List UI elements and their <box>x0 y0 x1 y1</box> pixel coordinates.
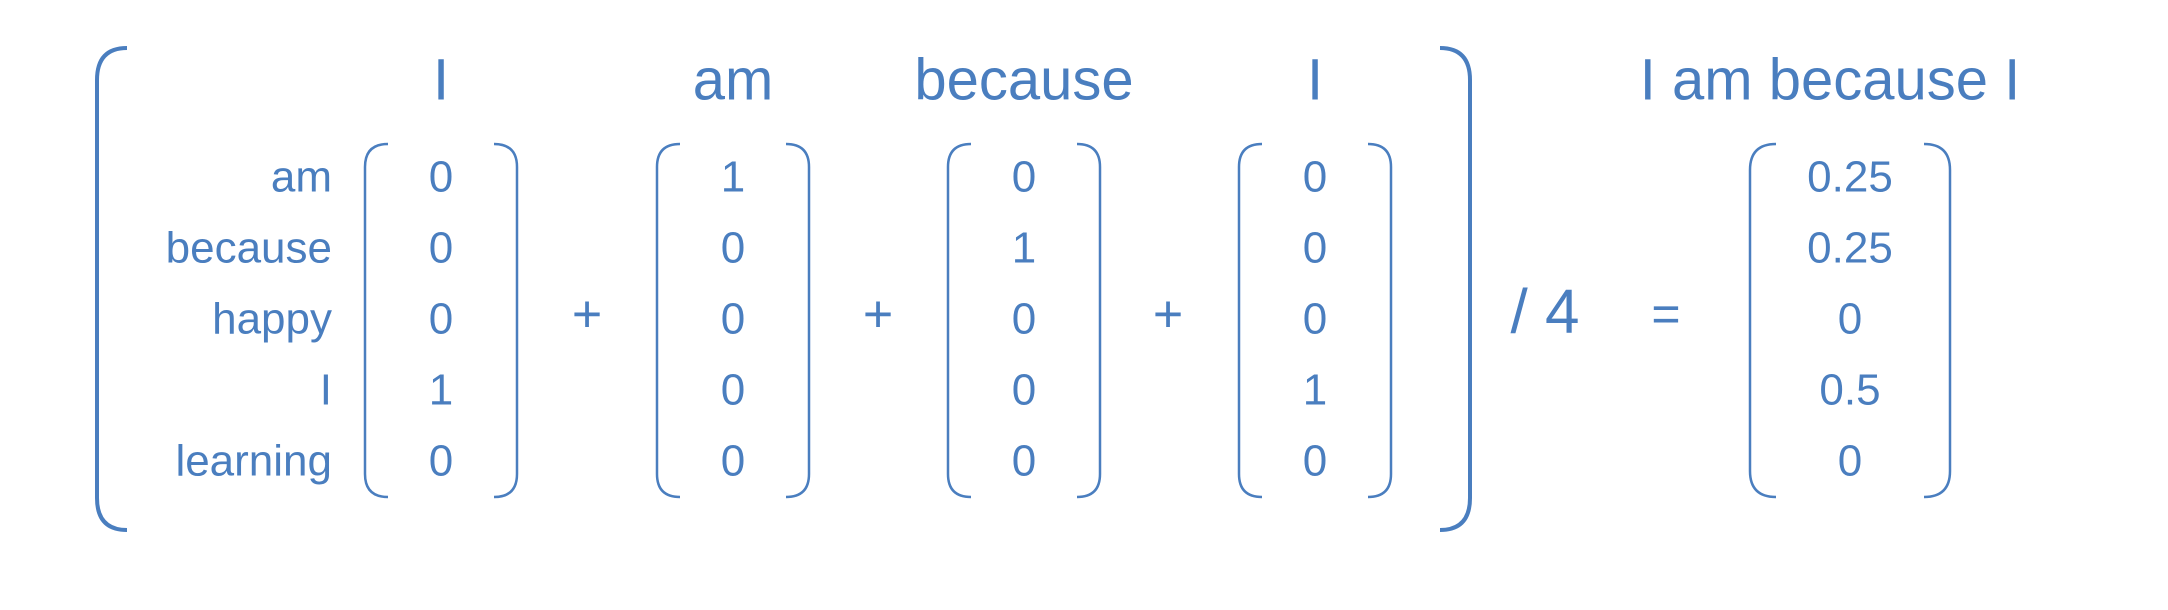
vector-value: 0 <box>1303 153 1327 202</box>
vector-word: I <box>1307 47 1323 112</box>
vector-left-bracket <box>363 142 389 499</box>
result-left-bracket <box>1748 142 1777 499</box>
vector-column: I 0 0 0 1 0 <box>1237 47 1393 499</box>
vector-right-bracket <box>1367 142 1393 499</box>
vector-right-bracket <box>1076 142 1102 499</box>
vector-value: 0 <box>1012 153 1036 202</box>
plus-operator: + <box>863 286 893 344</box>
vector-value: 0 <box>1303 224 1327 273</box>
vector-value: 1 <box>1303 366 1327 415</box>
vector-column: I 0 0 0 1 0 <box>363 47 519 499</box>
vector-value: 0 <box>721 224 745 273</box>
vector-value: 1 <box>429 366 453 415</box>
equals-operator: = <box>1651 286 1680 342</box>
result-value: 0 <box>1838 437 1862 486</box>
vector-value: 0 <box>1012 366 1036 415</box>
vector-value: 0 <box>1303 295 1327 344</box>
row-label: am <box>271 153 332 202</box>
result-value: 0.5 <box>1819 366 1880 415</box>
result-value: 0.25 <box>1807 153 1893 202</box>
result-column: I am because I 0.25 0.25 0 0.5 0 <box>1640 47 2020 499</box>
result-value: 0.25 <box>1807 224 1893 273</box>
vector-value: 0 <box>1303 437 1327 486</box>
vector-word: I <box>433 47 449 112</box>
plus-operator: + <box>572 286 602 344</box>
vector-right-bracket <box>493 142 519 499</box>
vector-column: am 1 0 0 0 0 <box>655 47 811 499</box>
row-label: because <box>166 224 332 273</box>
result-title: I am because I <box>1640 47 2020 112</box>
vector-value: 1 <box>721 153 745 202</box>
vector-right-bracket <box>785 142 811 499</box>
vector-left-bracket <box>1237 142 1263 499</box>
vector-word: am <box>693 47 774 112</box>
result-right-bracket <box>1923 142 1952 499</box>
outer-right-bracket <box>1439 46 1472 532</box>
vector-value: 0 <box>429 295 453 344</box>
vector-value: 0 <box>1012 437 1036 486</box>
vector-value: 1 <box>1012 224 1036 273</box>
result-value: 0 <box>1838 295 1862 344</box>
vector-value: 0 <box>721 437 745 486</box>
vector-value: 0 <box>429 224 453 273</box>
vector-value: 0 <box>1012 295 1036 344</box>
vector-left-bracket <box>946 142 972 499</box>
plus-operator: + <box>1153 286 1183 344</box>
outer-left-bracket <box>95 46 128 532</box>
vector-value: 0 <box>721 366 745 415</box>
vector-value: 0 <box>429 437 453 486</box>
row-label: I <box>320 366 332 415</box>
vector-value: 0 <box>429 153 453 202</box>
row-labels: am because happy I learning <box>166 153 332 486</box>
vector-left-bracket <box>655 142 681 499</box>
row-label: happy <box>212 295 332 344</box>
row-label: learning <box>175 437 332 486</box>
vector-value: 0 <box>721 295 745 344</box>
divide-operator: / 4 <box>1511 277 1580 346</box>
vector-word: because <box>914 47 1133 112</box>
vector-column: because 0 1 0 0 0 <box>914 47 1134 499</box>
